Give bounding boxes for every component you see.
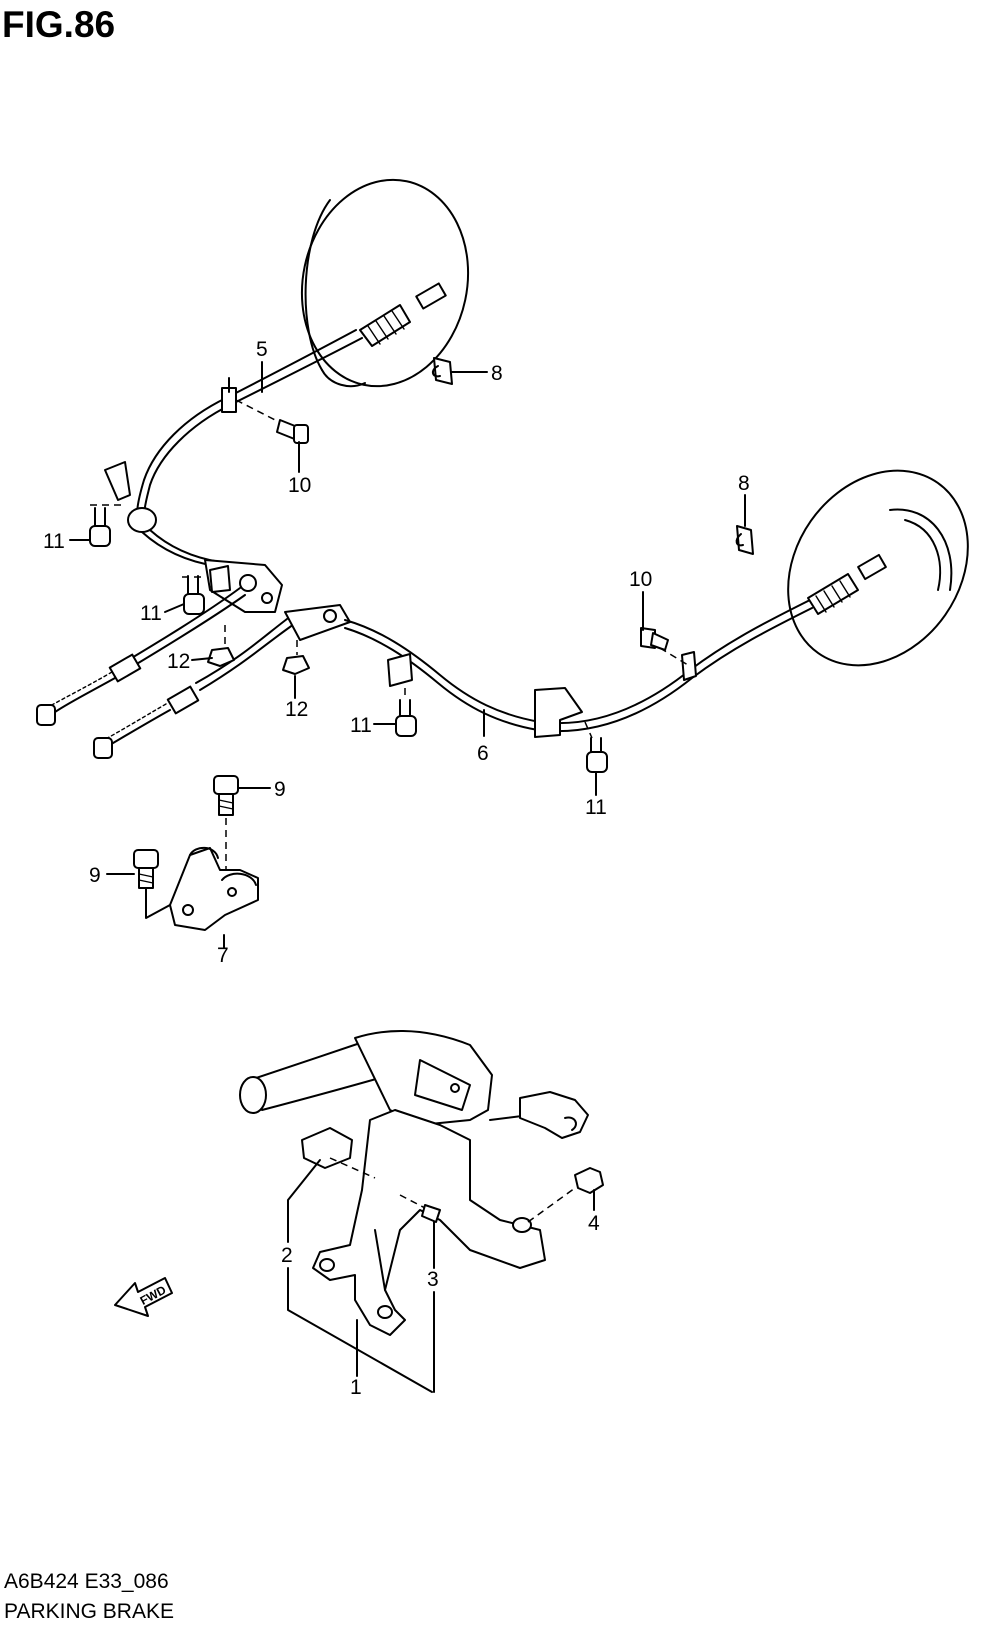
bolt-9-upper xyxy=(213,775,239,872)
figure-title: FIG.86 xyxy=(2,4,116,45)
figure-code: A6B424 E33_086 xyxy=(4,1570,169,1593)
bolt-4 xyxy=(527,1167,604,1223)
bolt-10-lower xyxy=(640,627,689,666)
clip-8-lower xyxy=(735,525,754,555)
screw-3 xyxy=(399,1194,441,1223)
switch-2 xyxy=(301,1127,376,1179)
nut-12-b xyxy=(282,640,310,675)
callout-2: 2 xyxy=(281,1244,293,1267)
figure-name: PARKING BRAKE xyxy=(4,1600,174,1623)
leader-lines xyxy=(69,361,746,1393)
callout-6: 6 xyxy=(477,742,489,765)
callout-5: 5 xyxy=(256,338,268,361)
callout-labels: 5 8 10 8 11 10 11 12 12 11 6 11 9 9 7 4 … xyxy=(43,338,750,1399)
clip-8-upper xyxy=(432,357,453,385)
callout-7: 7 xyxy=(217,944,229,967)
callout-12-b: 12 xyxy=(285,698,308,721)
callout-1: 1 xyxy=(350,1376,362,1399)
fwd-arrow-icon: FWD xyxy=(114,1277,173,1317)
callout-9-upper: 9 xyxy=(274,778,286,801)
callout-8-lower: 8 xyxy=(738,472,750,495)
bolt-11-a xyxy=(89,504,125,547)
left-brake-drum xyxy=(300,178,470,388)
callout-11-b: 11 xyxy=(140,602,162,625)
callout-10-upper: 10 xyxy=(288,474,311,497)
bolt-9-lower xyxy=(133,849,159,889)
callout-11-d: 11 xyxy=(585,796,607,819)
callout-8-upper: 8 xyxy=(491,362,503,385)
parking-brake-lever xyxy=(239,1030,589,1336)
callout-12-a: 12 xyxy=(167,650,190,673)
callout-10-lower: 10 xyxy=(629,568,652,591)
callout-11-a: 11 xyxy=(43,530,65,553)
front-cable-upper xyxy=(36,587,246,726)
bolt-11-c xyxy=(395,688,417,737)
bolt-10-upper xyxy=(235,399,309,444)
nut-12-a xyxy=(207,625,235,667)
right-cable xyxy=(284,553,887,738)
bracket-7 xyxy=(169,846,259,931)
bolt-11-b xyxy=(182,575,205,615)
callout-3: 3 xyxy=(427,1268,439,1291)
callout-9-lower: 9 xyxy=(89,864,101,887)
callout-11-c: 11 xyxy=(350,714,372,737)
callout-4: 4 xyxy=(588,1212,600,1235)
cable-equalizer xyxy=(204,559,283,613)
front-cable-lower xyxy=(93,612,301,759)
left-cable xyxy=(104,282,447,567)
bolt-11-d xyxy=(584,721,608,773)
